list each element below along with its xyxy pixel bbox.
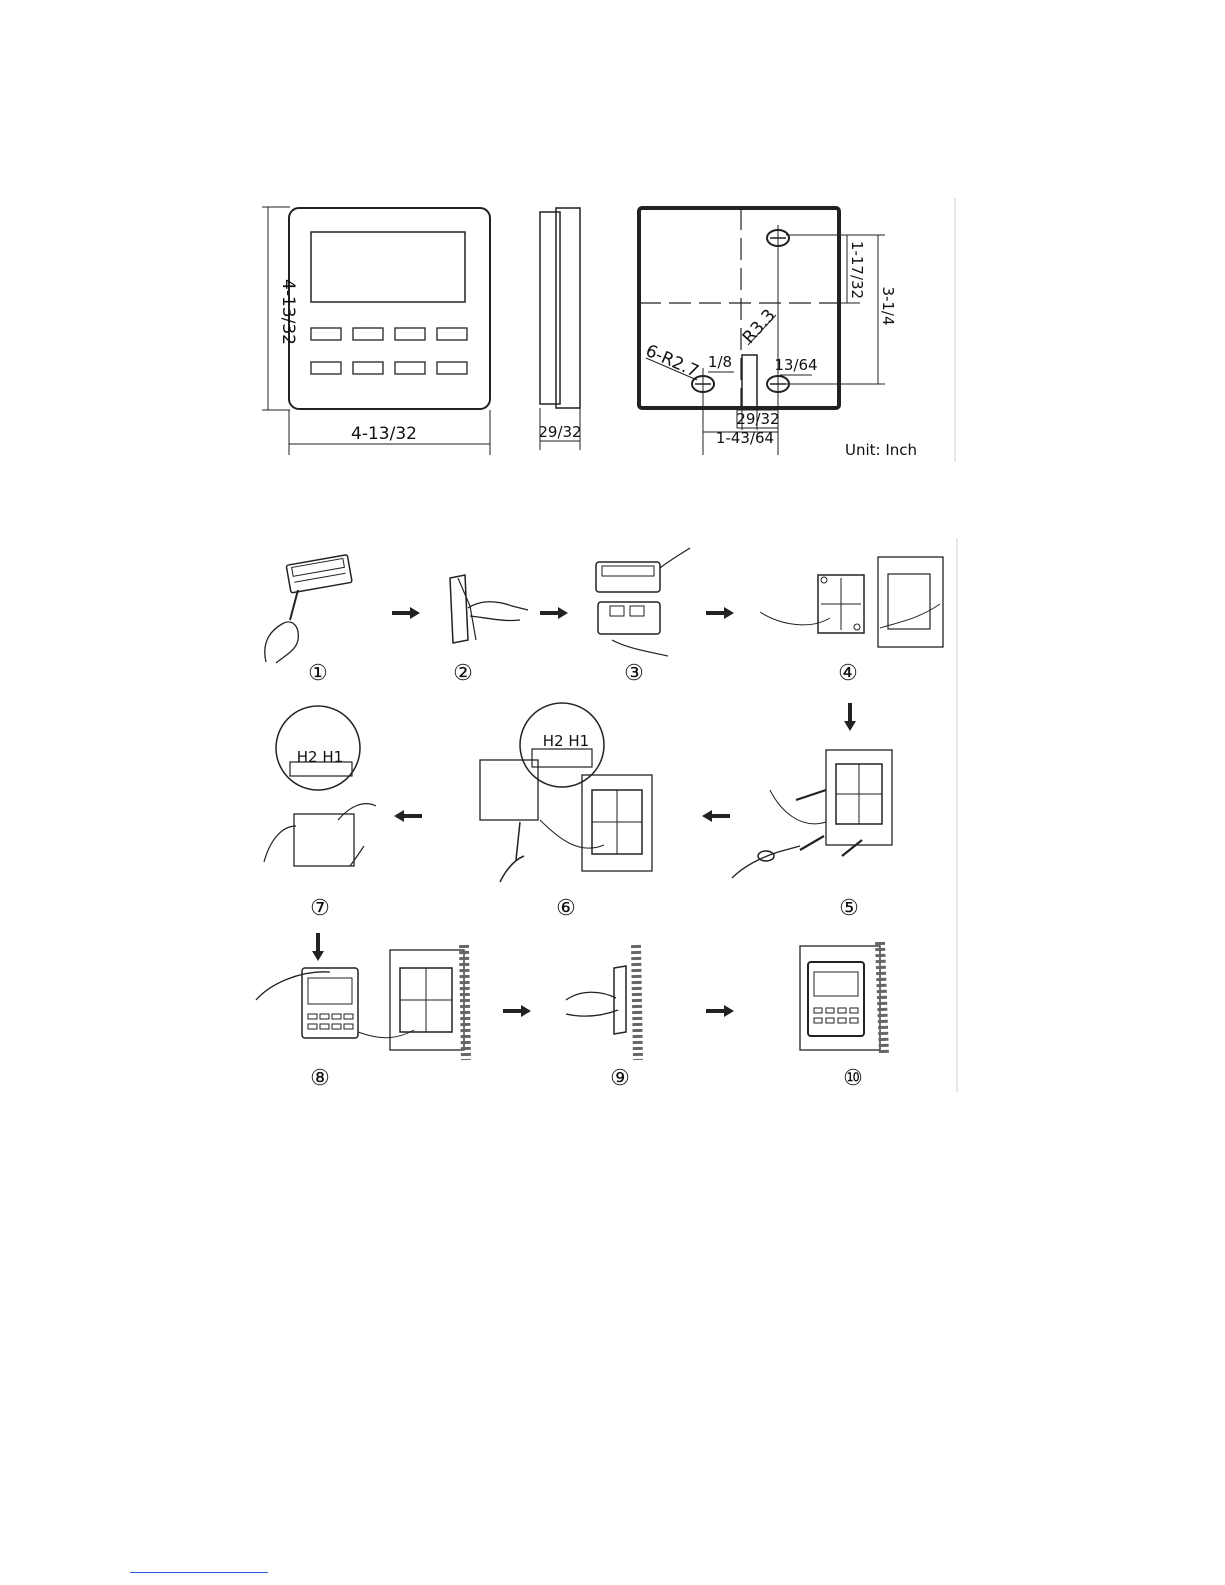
- top-hole-offset-label: 1-17/32: [848, 241, 866, 299]
- arrow-head-icon: [724, 607, 734, 619]
- arrow-head-icon: [312, 951, 324, 961]
- arrow-head-icon: [844, 721, 856, 731]
- step-2-illustration: [450, 575, 528, 643]
- footer-link-underline[interactable]: [130, 1572, 268, 1573]
- step-4-illustration: [760, 557, 943, 647]
- terminal-label-6: H2 H1: [543, 732, 589, 750]
- front-height-label: 4-13/32: [278, 279, 298, 345]
- step-7-illustration: H2 H1: [264, 706, 376, 866]
- hole-radius-label: 6-R2.7: [642, 341, 701, 382]
- step-5-label: ⑤: [839, 896, 859, 921]
- step-6-label: ⑥: [556, 896, 576, 921]
- step-5-illustration: [732, 750, 892, 878]
- step-7-label: ⑦: [310, 896, 330, 921]
- side-view: 29/32: [538, 208, 581, 450]
- step-3-illustration: [596, 548, 690, 656]
- arrow-head-icon: [702, 810, 712, 822]
- front-width-label: 4-13/32: [351, 424, 417, 444]
- arrow-head-icon: [410, 607, 420, 619]
- back-view: 1-17/32 3-1/4 R3.3 6-R2.7 1/8 13/64 29/3…: [639, 208, 917, 459]
- terminal-label-7: H2 H1: [297, 748, 343, 766]
- step-6-illustration: H2 H1: [480, 703, 652, 882]
- step-1-illustration: [265, 555, 352, 663]
- hole-size-label: 13/64: [774, 356, 817, 374]
- step-9-illustration: [566, 945, 638, 1060]
- step-2-label: ②: [453, 661, 473, 686]
- front-view: 4-13/32 4-13/32: [262, 207, 490, 455]
- small-gap-label: 1/8: [708, 353, 732, 371]
- step-3-label: ③: [624, 661, 644, 686]
- side-depth-label: 29/32: [538, 423, 581, 441]
- step-8-illustration: [256, 945, 466, 1060]
- step-10-label: ⑩: [843, 1066, 863, 1091]
- step-1-label: ①: [308, 661, 328, 686]
- svg-text:①: ①: [308, 661, 328, 686]
- installation-steps-panel: ① ② ③: [256, 538, 957, 1092]
- slot-width-label: 29/32: [736, 410, 779, 428]
- step-8-label: ⑧: [310, 1066, 330, 1091]
- arrow-head-icon: [724, 1005, 734, 1017]
- arrow-head-icon: [558, 607, 568, 619]
- center-radius-label: R3.3: [739, 306, 780, 348]
- step-4-label: ④: [838, 661, 858, 686]
- arrow-head-icon: [521, 1005, 531, 1017]
- horizontal-span-label: 1-43/64: [716, 429, 774, 447]
- arrow-head-icon: [394, 810, 404, 822]
- dimension-panel: 4-13/32 4-13/32 29/32: [262, 198, 955, 462]
- step-9-label: ⑨: [610, 1066, 630, 1091]
- step-10-illustration: [800, 942, 884, 1055]
- vertical-span-label: 3-1/4: [879, 286, 897, 325]
- unit-label: Unit: Inch: [845, 441, 917, 459]
